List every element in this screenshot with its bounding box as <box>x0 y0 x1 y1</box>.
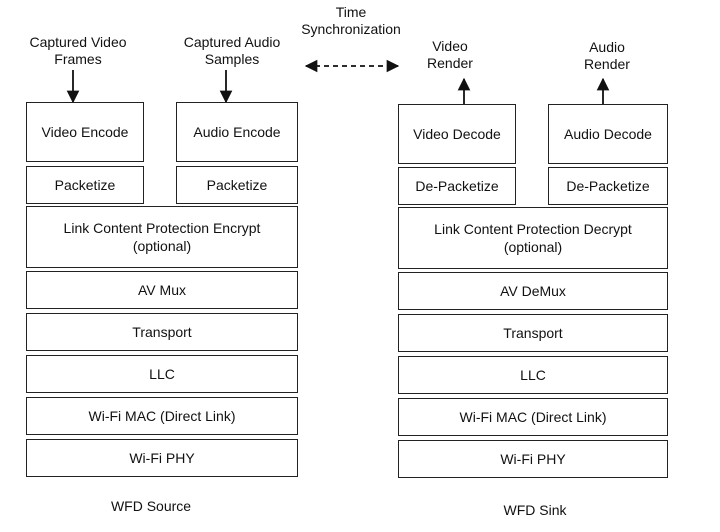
lcp-decrypt-line2: (optional) <box>503 239 563 255</box>
packetize-audio-label: Packetize <box>206 177 268 193</box>
sink-transport-box: Transport <box>398 314 668 352</box>
lcp-encrypt-box: Link Content Protection Encrypt (optiona… <box>26 206 298 268</box>
source-wifi-phy-box: Wi-Fi PHY <box>26 439 298 477</box>
av-demux-box: AV DeMux <box>398 272 668 310</box>
wfd-sink-caption: WFD Sink <box>503 502 567 518</box>
video-render-line1: Video <box>432 38 468 54</box>
time-sync-line1: Time <box>335 4 367 20</box>
audio-render-label: Audio Render <box>584 39 630 73</box>
sink-wifi-mac-label: Wi-Fi MAC (Direct Link) <box>459 409 607 425</box>
packetize-video-box: Packetize <box>26 166 144 204</box>
lcp-encrypt-line1: Link Content Protection Encrypt <box>63 220 261 236</box>
video-decode-box: Video Decode <box>398 104 516 164</box>
lcp-encrypt-line2: (optional) <box>132 238 192 254</box>
depacketize-video-box: De-Packetize <box>398 167 516 205</box>
audio-encode-label: Audio Encode <box>193 124 281 140</box>
captured-video-line2: Frames <box>54 51 102 67</box>
depacketize-video-label: De-Packetize <box>415 178 499 194</box>
depacketize-audio-box: De-Packetize <box>548 167 668 205</box>
source-transport-label: Transport <box>132 324 192 340</box>
captured-video-line1: Captured Video <box>29 34 127 50</box>
depacketize-audio-label: De-Packetize <box>566 178 650 194</box>
source-transport-box: Transport <box>26 313 298 351</box>
captured-video-label: Captured Video Frames <box>29 34 126 68</box>
source-wifi-mac-box: Wi-Fi MAC (Direct Link) <box>26 397 298 435</box>
audio-render-line1: Audio <box>589 39 625 55</box>
lcp-decrypt-line1: Link Content Protection Decrypt <box>434 221 632 237</box>
video-decode-label: Video Decode <box>413 126 501 142</box>
time-sync-line2: Synchronization <box>301 21 401 37</box>
video-encode-box: Video Encode <box>26 102 144 162</box>
sink-llc-label: LLC <box>520 367 546 383</box>
video-encode-label: Video Encode <box>41 124 129 140</box>
packetize-video-label: Packetize <box>54 177 116 193</box>
time-sync-label: Time Synchronization <box>301 4 401 38</box>
sink-llc-box: LLC <box>398 356 668 394</box>
av-mux-label: AV Mux <box>138 282 186 298</box>
source-llc-label: LLC <box>149 366 175 382</box>
av-mux-box: AV Mux <box>26 271 298 309</box>
audio-decode-box: Audio Decode <box>548 104 668 164</box>
source-llc-box: LLC <box>26 355 298 393</box>
sink-wifi-mac-box: Wi-Fi MAC (Direct Link) <box>398 398 668 436</box>
wfd-source-caption: WFD Source <box>110 498 192 514</box>
lcp-decrypt-box: Link Content Protection Decrypt (optiona… <box>398 207 668 269</box>
sink-wifi-phy-label: Wi-Fi PHY <box>500 451 566 467</box>
source-wifi-mac-label: Wi-Fi MAC (Direct Link) <box>88 408 236 424</box>
captured-audio-line1: Captured Audio <box>183 34 281 50</box>
sink-transport-label: Transport <box>503 325 563 341</box>
packetize-audio-box: Packetize <box>176 166 298 204</box>
sink-wifi-phy-box: Wi-Fi PHY <box>398 440 668 478</box>
audio-render-line2: Render <box>584 56 630 72</box>
video-render-label: Video Render <box>427 38 473 72</box>
captured-audio-label: Captured Audio Samples <box>184 34 281 68</box>
audio-decode-label: Audio Decode <box>564 126 652 142</box>
captured-audio-line2: Samples <box>204 51 260 67</box>
source-wifi-phy-label: Wi-Fi PHY <box>129 450 195 466</box>
video-render-line2: Render <box>427 55 473 71</box>
audio-encode-box: Audio Encode <box>176 102 298 162</box>
av-demux-label: AV DeMux <box>500 283 566 299</box>
